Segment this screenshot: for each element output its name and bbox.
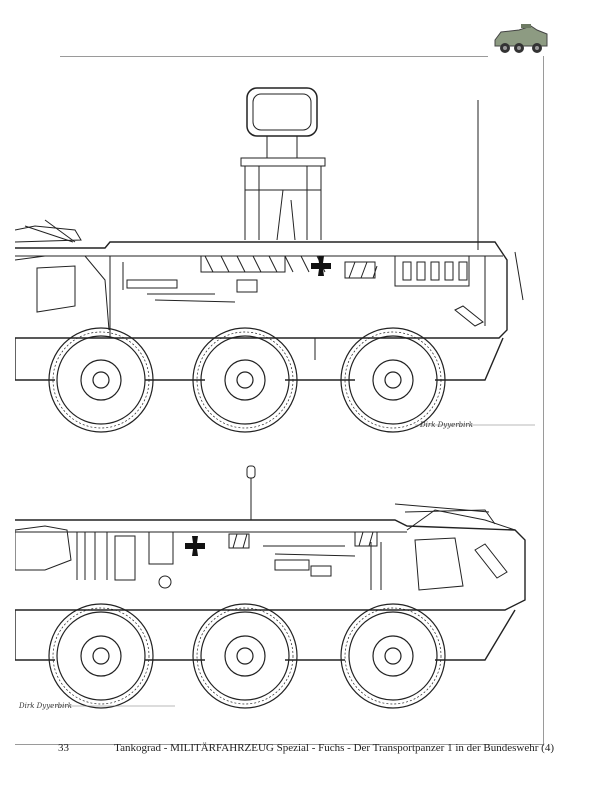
- vehicle-side-view-top: [15, 87, 535, 433]
- bottom-rule: [15, 744, 543, 745]
- iron-cross-icon: [185, 536, 205, 556]
- artist-signature: Dirk Dyyerbirk: [420, 421, 473, 429]
- page-number: 33: [58, 742, 69, 754]
- right-rule: [543, 56, 544, 746]
- vehicle-side-view-bottom: [15, 465, 526, 709]
- vehicle-thumbnail-icon: [494, 24, 548, 53]
- iron-cross-icon: [311, 256, 331, 276]
- top-rule: [60, 56, 488, 57]
- footer-title: Tankograd - MILITÄRFAHRZEUG Spezial - Fu…: [114, 742, 554, 754]
- artist-signature: Dirk Dyyerbirk: [19, 702, 72, 710]
